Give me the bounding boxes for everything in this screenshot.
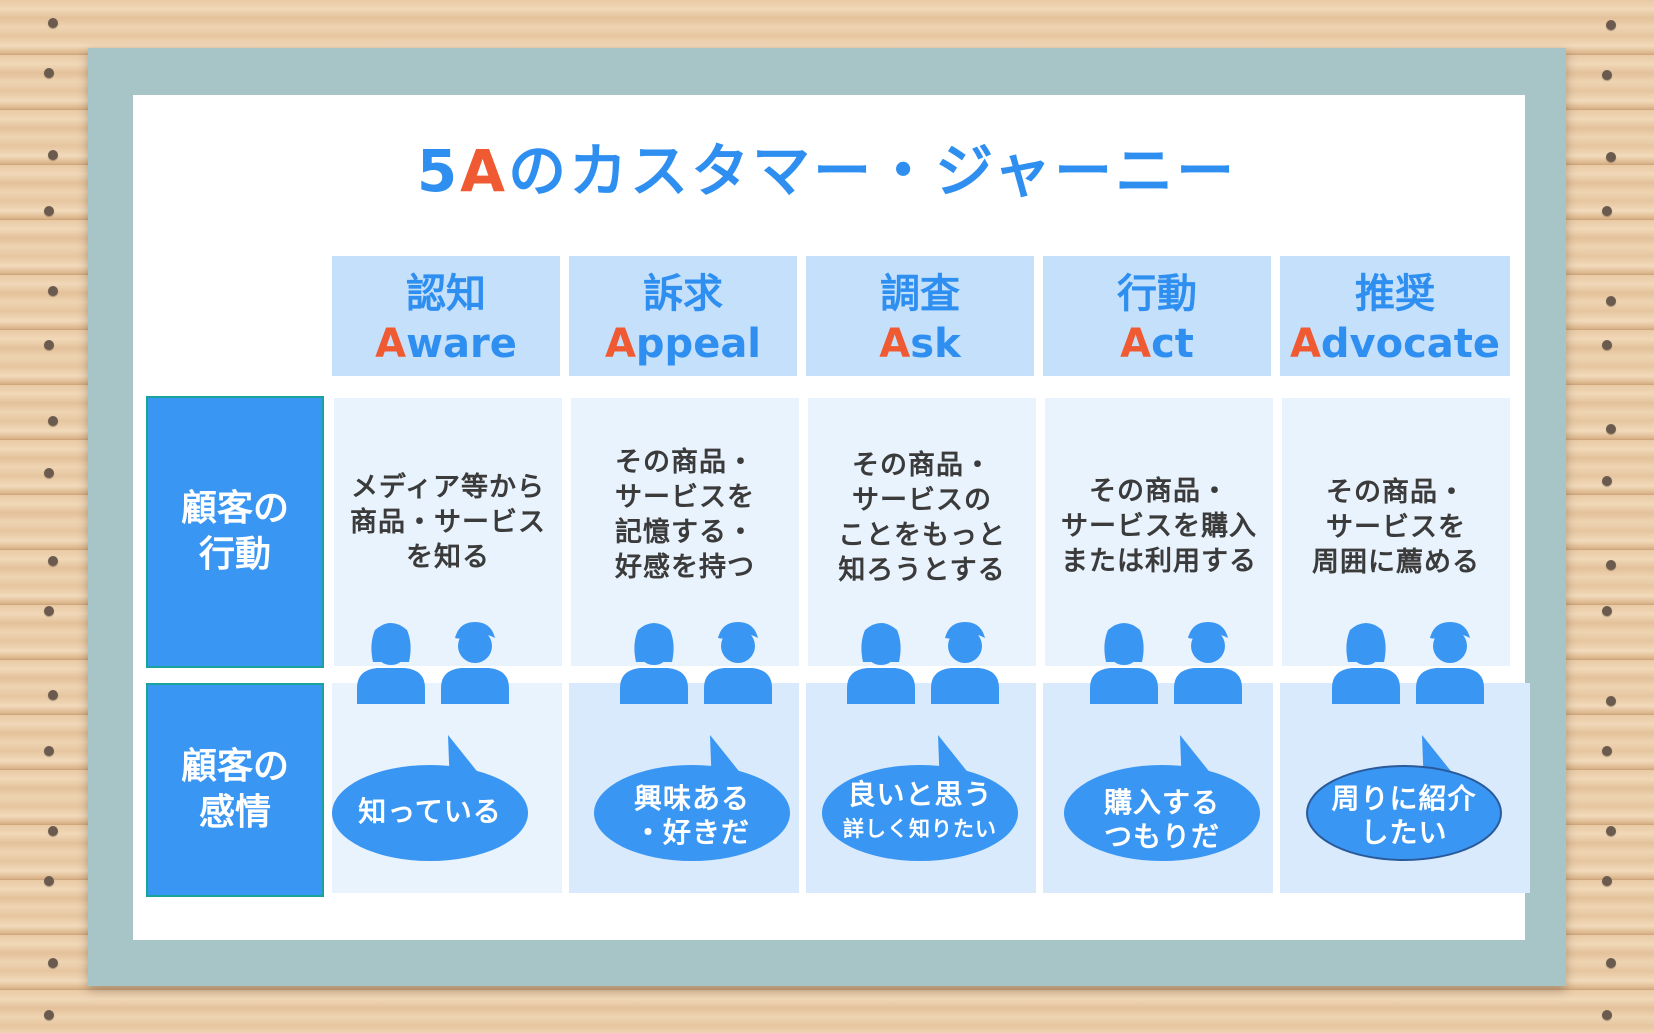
nail xyxy=(44,746,54,756)
feeling-text: 興味ある ・好きだ xyxy=(633,782,750,849)
nail xyxy=(44,68,54,78)
feeling-text: 購入する つもりだ xyxy=(1103,786,1220,853)
nail xyxy=(1602,340,1612,350)
feeling-text: 周りに紹介 したい xyxy=(1331,782,1477,849)
nail xyxy=(1602,70,1612,80)
title-accent-letter: A xyxy=(460,137,509,205)
action-cell xyxy=(334,398,562,666)
stage-header-appeal: 訴求 Appeal xyxy=(569,256,797,376)
action-cell xyxy=(808,398,1036,666)
nail xyxy=(1602,476,1612,486)
feeling-text: 知っている xyxy=(358,795,502,828)
nail xyxy=(1606,424,1616,434)
nail xyxy=(1606,20,1616,30)
stage-header-aware: 認知 Aware xyxy=(332,256,560,376)
stage-en-label: Ask xyxy=(879,321,961,367)
nail xyxy=(44,468,54,478)
nail xyxy=(1602,746,1612,756)
nail xyxy=(44,876,54,886)
nail xyxy=(48,150,58,160)
nail xyxy=(48,556,58,566)
stage-header-advocate: 推奨 Advocate xyxy=(1280,256,1510,376)
action-text: その商品・ サービスを 周囲に薦める xyxy=(1312,477,1480,578)
action-cell xyxy=(571,398,799,666)
stage-jp-label: 推奨 xyxy=(1355,271,1435,317)
customer-pair-icon xyxy=(847,622,999,704)
action-text: メディア等から 商品・サービス を知る xyxy=(350,472,546,573)
nail xyxy=(48,286,58,296)
speech-bubble xyxy=(1306,735,1502,861)
title-number: 5 xyxy=(416,137,461,205)
action-text: その商品・ サービスを 記憶する・ 好感を持つ xyxy=(615,447,755,583)
nail xyxy=(44,206,54,216)
nail xyxy=(48,958,58,968)
customer-pair-icon xyxy=(620,622,772,704)
nail xyxy=(1602,606,1612,616)
nail xyxy=(44,606,54,616)
customer-pair-icon xyxy=(1090,622,1242,704)
row-label-emotion: 顧客の 感情 xyxy=(146,683,324,897)
nail xyxy=(1606,296,1616,306)
customer-pair-icon xyxy=(1332,622,1484,704)
page-title: 5Aのカスタマー・ジャーニー xyxy=(0,124,1654,208)
stage-en-label: Aware xyxy=(375,321,517,367)
feeling-text: 良いと思う詳しく知りたい xyxy=(820,778,1020,846)
action-text: その商品・ サービスの ことをもっと 知ろうとする xyxy=(838,450,1006,586)
stage-header-act: 行動 Act xyxy=(1043,256,1271,376)
stage-en-label: Act xyxy=(1120,321,1194,367)
nail xyxy=(44,340,54,350)
nail xyxy=(48,416,58,426)
nail xyxy=(48,18,58,28)
speech-bubble xyxy=(822,735,1018,861)
stage-en-label: Advocate xyxy=(1289,321,1501,367)
speech-bubble xyxy=(1064,735,1260,861)
action-cell xyxy=(1045,398,1273,666)
nail xyxy=(1602,876,1612,886)
nail xyxy=(1606,826,1616,836)
nail xyxy=(48,690,58,700)
nail xyxy=(1606,560,1616,570)
stage-header-ask: 調査 Ask xyxy=(806,256,1034,376)
speech-bubble xyxy=(594,735,790,861)
nail xyxy=(48,826,58,836)
speech-bubble xyxy=(332,735,528,861)
feeling-subtext: 詳しく知りたい xyxy=(843,817,997,841)
stage-en-label: Appeal xyxy=(604,321,762,367)
stage-jp-label: 認知 xyxy=(406,271,486,317)
nail xyxy=(1606,152,1616,162)
nail xyxy=(1602,1010,1612,1020)
title-text: のカスタマー・ジャーニー xyxy=(508,137,1238,205)
customer-pair-icon xyxy=(357,622,509,704)
stage-jp-label: 行動 xyxy=(1117,271,1197,317)
nail xyxy=(1606,696,1616,706)
stage-jp-label: 調査 xyxy=(880,271,960,317)
action-cell xyxy=(1282,398,1510,666)
stage-jp-label: 訴求 xyxy=(643,271,723,317)
nail xyxy=(1606,958,1616,968)
nail xyxy=(44,1010,54,1020)
row-label-action: 顧客の 行動 xyxy=(146,396,324,668)
action-text: その商品・ サービスを購入 または利用する xyxy=(1061,476,1257,577)
nail xyxy=(1602,206,1612,216)
